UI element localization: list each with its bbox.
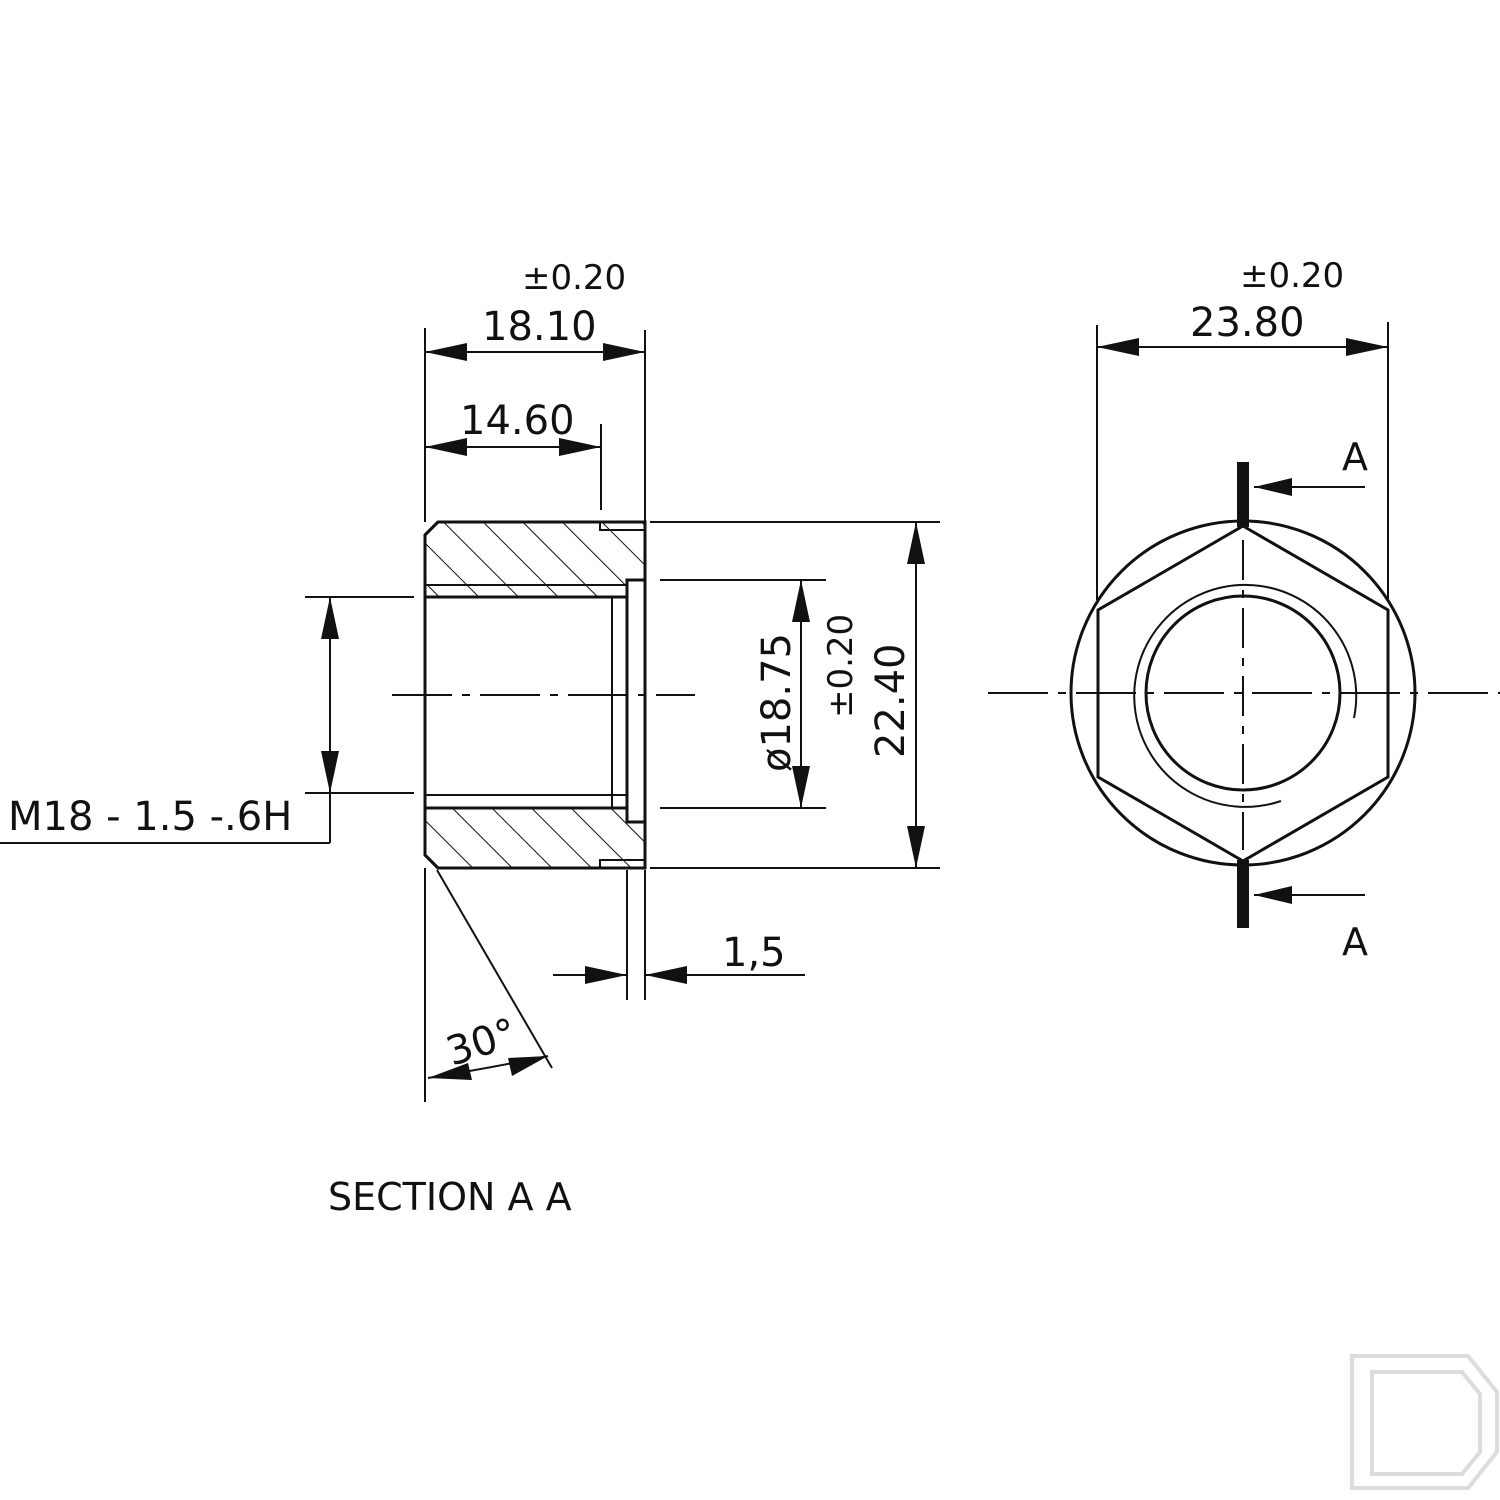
section-caption: SECTION A A [328,1175,572,1219]
section-view [392,520,695,870]
thread-arc [1133,583,1358,808]
overall-length-label: 18.10 [482,304,597,350]
inner-length-label: 14.60 [460,398,575,444]
face-notch-bottom [599,859,645,868]
logo-mark [1350,1354,1499,1490]
end-view-lines [988,322,1500,896]
step-width-label: 1,5 [722,930,786,976]
face-notch-top [599,522,645,531]
bore-diameter-tolerance: ±0.20 [821,614,861,718]
overall-length-tolerance: ±0.20 [522,258,626,298]
outer-size-label: 22.40 [868,643,914,758]
section-marker-bottom-label: A [1342,920,1368,964]
across-corners-tolerance: ±0.20 [1240,256,1344,296]
section-marker-top-label: A [1342,435,1368,479]
across-corners-label: 23.80 [1190,300,1305,346]
bore-diameter-label: ø18.75 [754,633,800,772]
section-outline [423,520,647,870]
thread-spec-label: M18 - 1.5 -.6H [8,794,292,840]
arrowheads [321,338,1388,1080]
